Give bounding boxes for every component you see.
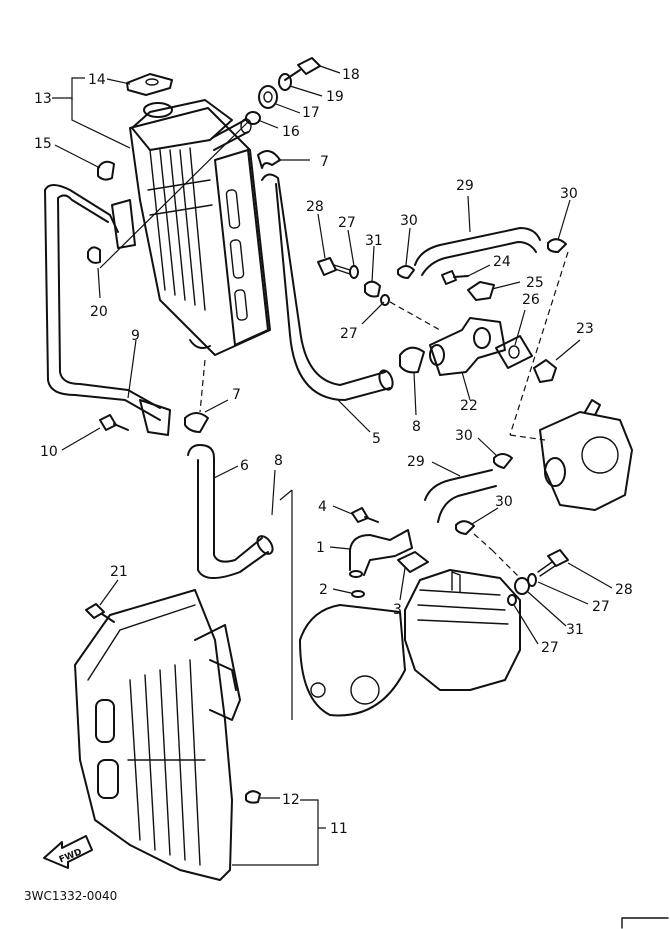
hose-clamp-7-upper [257,150,281,169]
o-ring-2 [351,590,365,598]
engine-cylinder-illustration [299,569,521,717]
radiator-guard-frame [44,184,171,436]
bolt-23 [533,359,557,383]
washer-27-lower-a [527,573,537,587]
union-31-upper [364,280,381,298]
part-label: 12 [282,792,300,808]
part-label: 15 [34,136,52,152]
part-label: 2 [319,582,328,598]
clamp-30-lower-left [493,453,513,469]
radiator-cap-14 [126,73,173,96]
bolt-21 [85,603,115,623]
radiator-illustration [129,99,271,356]
drawing-code: 3WC1332-0040 [24,889,117,903]
outlet-pipe-1 [349,529,413,578]
forward-arrow-icon: FWD [43,835,93,869]
water-pump-housing [539,399,633,511]
upper-radiator-hose-5 [261,173,394,401]
washer-19 [278,73,292,91]
bracket-25 [467,281,495,301]
part-label: 14 [88,72,106,88]
part-label: 20 [90,304,108,320]
breather-hose-29-lower [424,469,497,523]
part-label: 26 [522,292,540,308]
part-label: 30 [400,213,418,229]
part-label: 13 [34,91,52,107]
part-label: 21 [110,564,128,580]
part-label: 22 [460,398,478,414]
part-label: 29 [407,454,425,470]
bolt-28-upper [317,257,351,276]
union-31-lower [514,577,530,595]
clamp-30-upper-left [397,265,415,279]
breather-hose-29-upper [414,227,541,276]
part-label: 23 [576,321,594,337]
part-label: 27 [592,599,610,615]
bolt-24 [441,270,469,285]
clamp-30-lower-right [455,520,475,535]
part-label: 19 [326,89,344,105]
part-label: 30 [455,428,473,444]
part-label: 27 [338,215,356,231]
part-label: 30 [560,186,578,202]
part-label: 31 [365,233,383,249]
part-label: 18 [342,67,360,83]
part-label: 27 [340,326,358,342]
part-label: 28 [306,199,324,215]
fwd-arrow-label: FWD [58,847,84,865]
washer-27-lower-b [507,594,517,606]
part-label: 5 [372,431,381,447]
grommet-16 [245,111,261,125]
washer-27-upper [349,265,359,279]
part-label: 7 [320,154,329,170]
bolt-4 [351,507,379,523]
leader-lines [52,65,613,866]
washer-27-mid [380,294,390,306]
part-label: 8 [274,453,283,469]
part-label: 24 [493,254,511,270]
corner-mark [621,917,669,929]
part-label: 31 [566,622,584,638]
lower-radiator-hose-6 [187,444,274,579]
part-label: 11 [330,821,348,837]
gasket-26 [495,335,533,369]
part-label: 1 [316,540,325,556]
part-label: 25 [526,275,544,291]
part-label: 9 [131,328,140,344]
part-label: 29 [456,178,474,194]
bolt-28-lower [537,549,569,577]
gasket-3 [397,551,429,573]
clamp-8-upper [399,346,425,374]
part-label: 6 [240,458,249,474]
collar-17 [258,85,278,109]
rivet-12 [245,790,261,804]
radiator-shroud-illustration [74,589,241,881]
part-label: 28 [615,582,633,598]
part-label: 16 [282,124,300,140]
part-label: 30 [495,494,513,510]
hose-clamp-7-lower [184,412,209,433]
nut-15 [97,160,115,181]
part-label: 17 [302,105,320,121]
bolt-10 [99,414,129,431]
part-labels: 1 2 3 4 5 6 7 7 8 8 9 10 11 12 13 14 15 … [34,67,633,837]
part-label: 4 [318,499,327,515]
thermostat-housing-22 [429,317,506,376]
part-label: 7 [232,387,241,403]
clamp-30-upper-right [547,238,567,253]
part-label: 8 [412,419,421,435]
part-label: 3 [393,602,402,618]
damper-20 [87,246,101,264]
part-label: 27 [541,640,559,656]
part-label: 10 [40,444,58,460]
